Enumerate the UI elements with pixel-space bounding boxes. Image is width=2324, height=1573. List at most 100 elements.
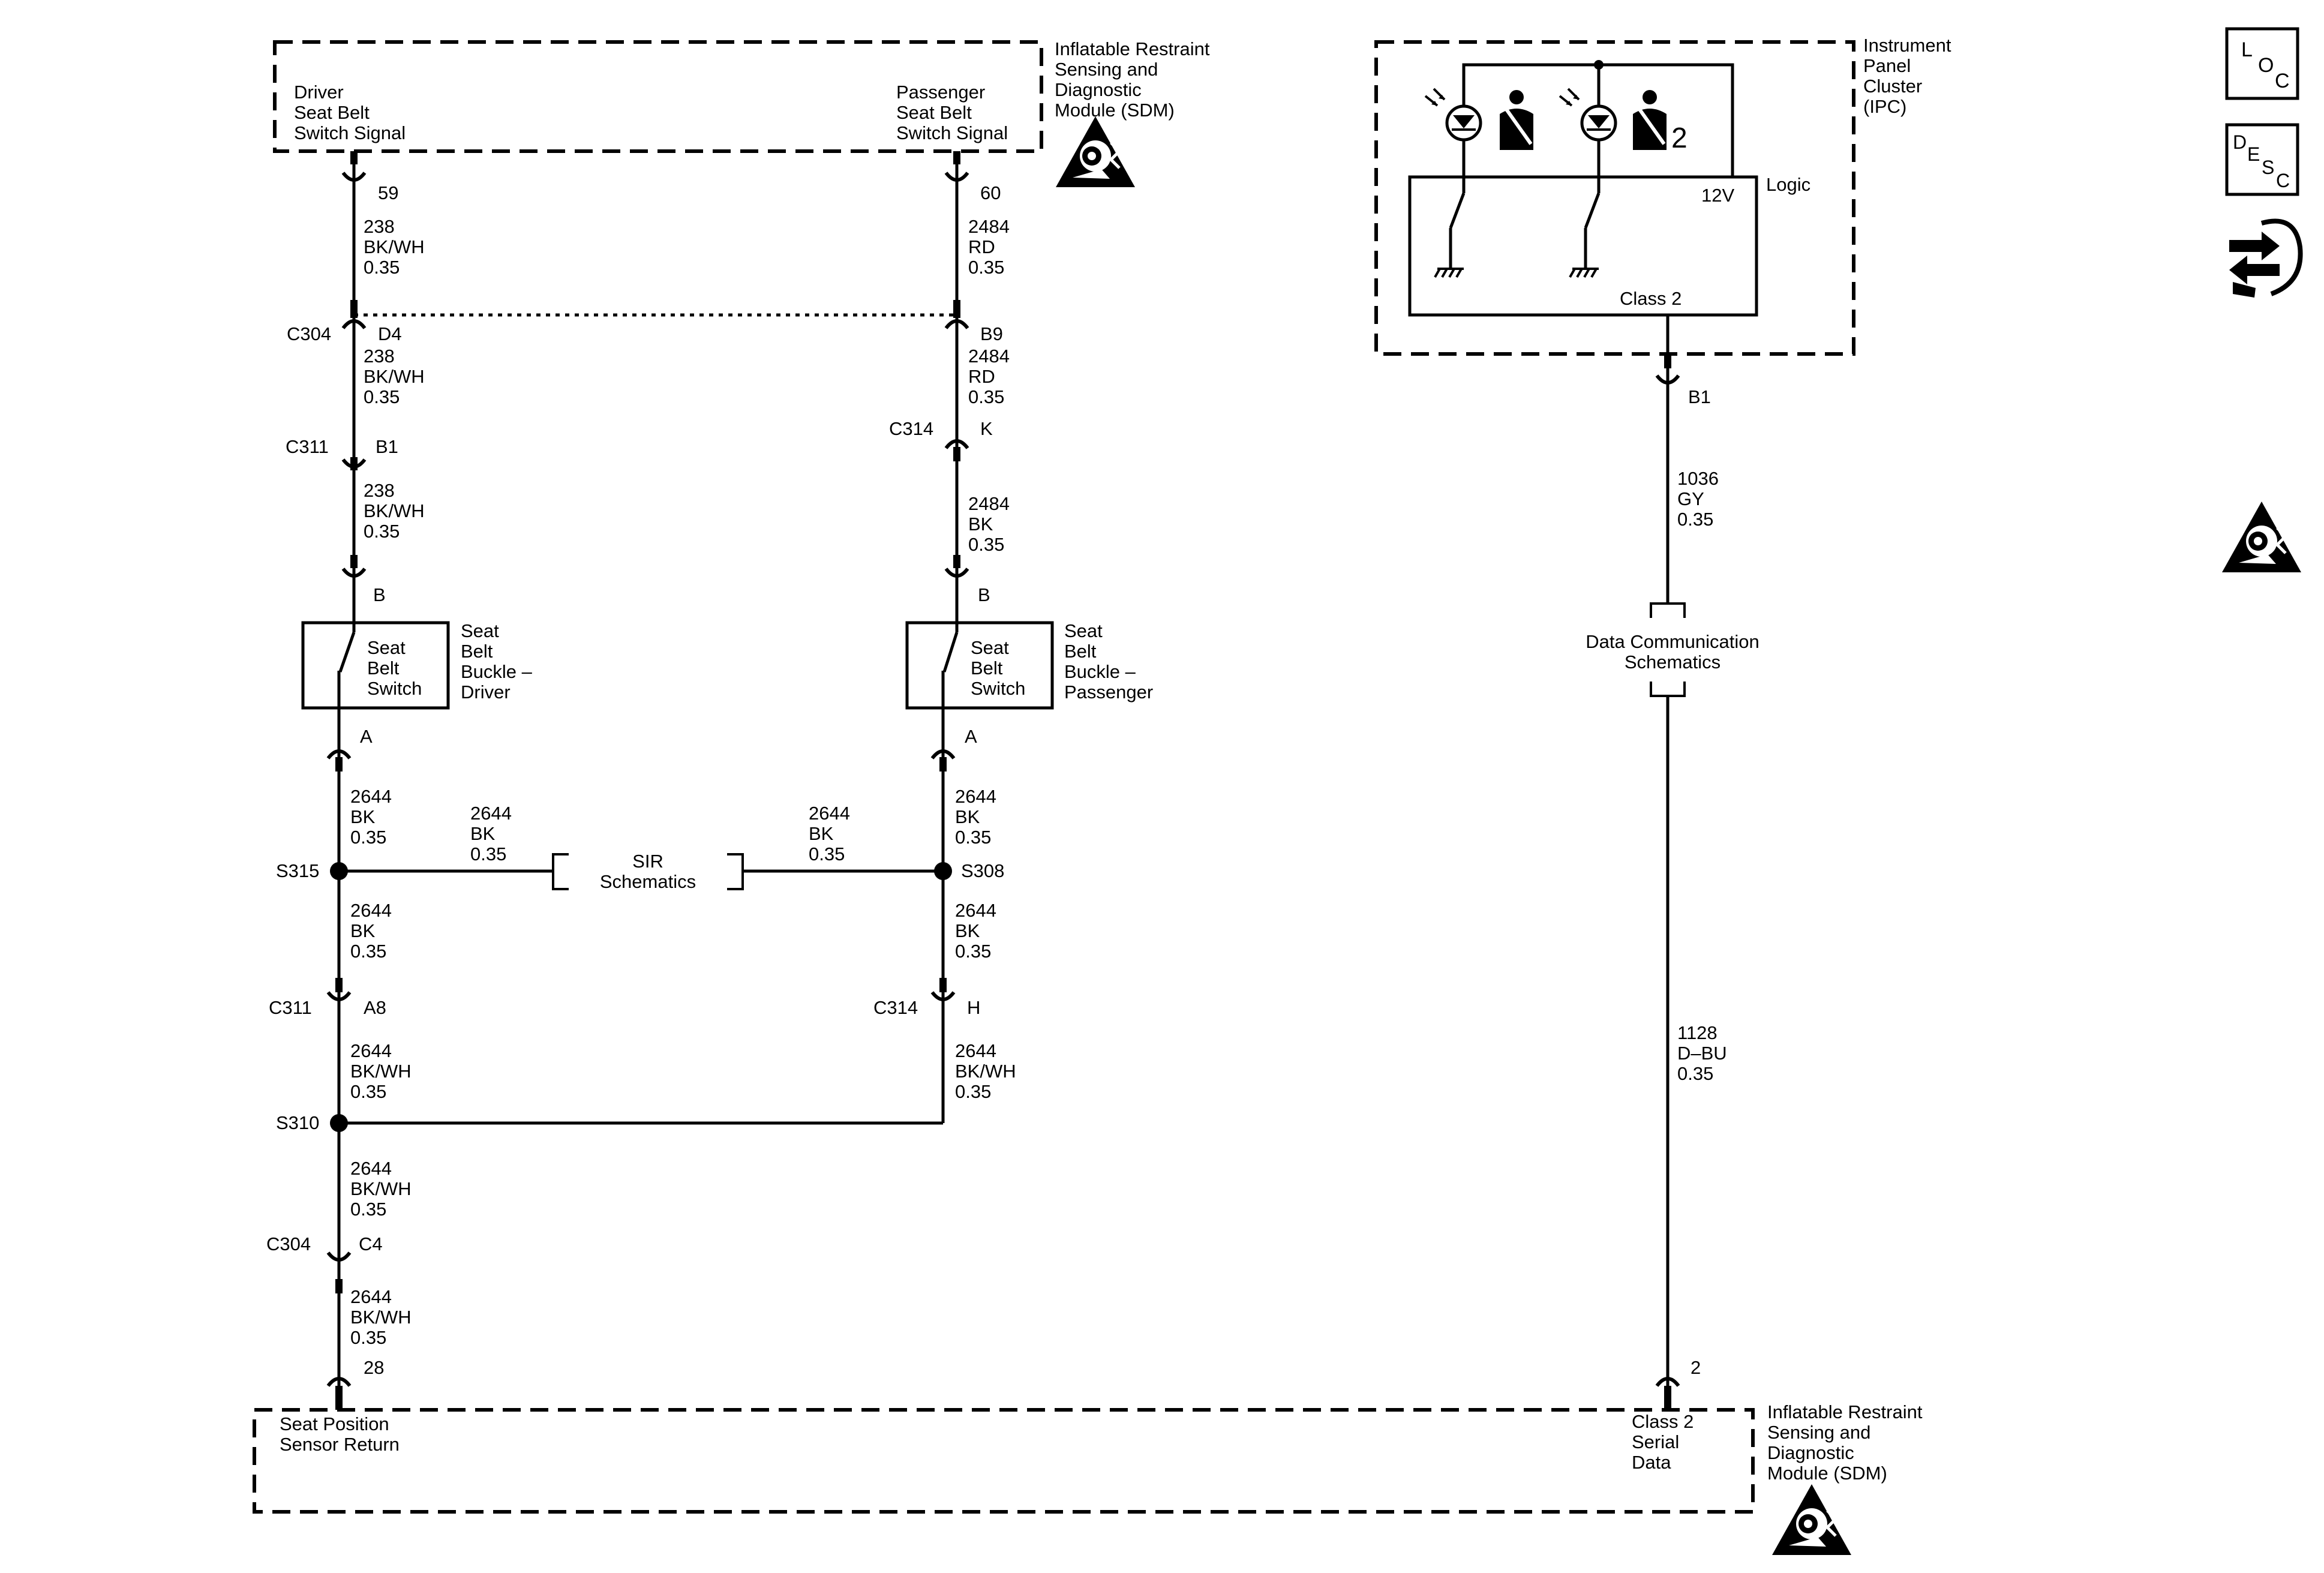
ipc-driver-switch (1449, 177, 1466, 268)
sdm-bottom-title-line2: Sensing and (1767, 1422, 1870, 1443)
sir-left-wire-size: 0.35 (470, 843, 506, 864)
ipc-title-line4: (IPC) (1863, 96, 1906, 117)
ipc-title-line1: Instrument (1863, 35, 1951, 56)
connector-pinout-icon[interactable] (2229, 218, 2303, 298)
sir-right-bracket (727, 853, 744, 890)
passenger-wire6-circuit: 2644 (955, 1040, 996, 1061)
passenger-signal-line3: Switch Signal (896, 122, 1008, 143)
driver-wire5-size: 0.35 (350, 941, 386, 962)
seat-return-line1: Seat Position (280, 1413, 389, 1434)
sdm-bottom-title-line3: Diagnostic (1767, 1442, 1854, 1463)
seatbelt-indicator-lamp-2 (1559, 88, 1617, 142)
c304-label-bottom: C304 (266, 1233, 311, 1254)
sir-label-line1: SIR (632, 851, 663, 872)
passenger-wire5-circuit: 2644 (955, 900, 996, 921)
sir-left-wire-circuit: 2644 (470, 803, 512, 824)
loc-icon[interactable]: L O C (2225, 27, 2299, 100)
driver-switch-pin-b: B (373, 584, 386, 605)
sir-right-wire-circuit: 2644 (809, 803, 850, 824)
driver-wire2-circuit: 238 (364, 346, 395, 367)
driver-wire3-size: 0.35 (364, 521, 400, 542)
data-wire1-circuit: 1036 (1677, 468, 1719, 489)
c311-b1-pin: B1 (376, 436, 398, 457)
sir-left-wire-color: BK (470, 823, 496, 844)
passenger-switch-box-line3: Switch (971, 678, 1025, 699)
driver-switch-box-line1: Seat (367, 637, 406, 658)
passenger-switch-box (905, 621, 1054, 710)
c311-a8-pin: A8 (364, 997, 386, 1018)
sdm-top-title-line1: Inflatable Restraint (1055, 38, 1210, 59)
driver-wire3-color: BK/WH (364, 500, 425, 521)
passenger-switch-box-line1: Seat (971, 637, 1009, 658)
ipc-title-line2: Panel (1863, 55, 1911, 76)
driver-pin-59: 59 (378, 182, 398, 203)
driver-wire1-color: BK/WH (364, 236, 425, 257)
c304-label-top: C304 (287, 323, 331, 344)
c304-c4-pin: C4 (359, 1233, 383, 1254)
sdm-bottom-title-line4: Module (SDM) (1767, 1463, 1887, 1484)
loc-letter-l: L (2241, 38, 2253, 61)
ipc-class2-label: Class 2 (1620, 288, 1682, 309)
driver-wire6-size: 0.35 (350, 1081, 386, 1102)
sdm-bottom-outline (253, 1408, 1755, 1514)
driver-switch-box (301, 621, 450, 710)
seatbelt-warning-icon-1 (1500, 90, 1533, 150)
driver-wire8-color: BK/WH (350, 1307, 412, 1328)
passenger-buckle-name-line1: Seat (1064, 620, 1103, 641)
sir-label-line2: Schematics (600, 871, 696, 892)
passenger-wire5-color: BK (955, 920, 980, 941)
passenger-buckle-name-line3: Buckle – (1064, 661, 1136, 682)
passenger-switch-pin-a: A (965, 726, 977, 747)
ipc-driver-ground-icon (1434, 268, 1464, 278)
seat-return-line2: Sensor Return (280, 1434, 400, 1455)
desc-icon[interactable]: D E S C (2225, 123, 2299, 196)
driver-signal-line3: Switch Signal (294, 122, 406, 143)
desc-letter-s: S (2262, 157, 2274, 178)
driver-wire4-size: 0.35 (350, 827, 386, 848)
ipc-outline (1374, 40, 1855, 356)
driver-wire3-circuit: 238 (364, 480, 395, 501)
loc-letter-o: O (2258, 54, 2274, 77)
s310-label: S310 (276, 1112, 319, 1133)
driver-wire7-color: BK/WH (350, 1178, 412, 1199)
data-comm-label-line2: Schematics (1625, 652, 1721, 673)
passenger-switch-box-line2: Belt (971, 658, 1003, 679)
sdm-top-title-line3: Diagnostic (1055, 79, 1142, 100)
passenger-wire4-color: BK (955, 806, 980, 827)
passenger-wire3-circuit: 2484 (968, 493, 1010, 514)
passenger-wire4-size: 0.35 (955, 827, 991, 848)
passenger-pin-60: 60 (980, 182, 1001, 203)
s308-label: S308 (961, 860, 1004, 881)
data-comm-bottom-bracket (1650, 682, 1686, 697)
c314-label-top: C314 (889, 418, 933, 439)
passenger-wire6-color: BK/WH (955, 1061, 1016, 1082)
sdm-pin-2: 2 (1691, 1357, 1701, 1378)
data-wire2-size: 0.35 (1677, 1063, 1713, 1084)
loc-letter-c: C (2275, 70, 2290, 92)
c311-label-top: C311 (286, 436, 329, 457)
desc-letter-e: E (2247, 143, 2260, 165)
c314-h-pin: H (967, 997, 980, 1018)
passenger-wire2-color: RD (968, 366, 995, 387)
driver-wire8-circuit: 2644 (350, 1286, 392, 1307)
ipc-12v-label: 12V (1701, 185, 1734, 206)
passenger-wire1-color: RD (968, 236, 995, 257)
c314-label-bottom: C314 (873, 997, 918, 1018)
side-airbag-icon[interactable] (2222, 502, 2301, 572)
data-wire1-size: 0.35 (1677, 509, 1713, 530)
sdm-bottom-airbag-icon (1772, 1484, 1851, 1555)
passenger-wire4-circuit: 2644 (955, 786, 996, 807)
driver-wire5-circuit: 2644 (350, 900, 392, 921)
driver-wire2-size: 0.35 (364, 386, 400, 407)
indicator-number-2: 2 (1671, 122, 1688, 154)
passenger-wire6-size: 0.35 (955, 1081, 991, 1102)
data-wire1-color: GY (1677, 488, 1704, 509)
passenger-wire2-size: 0.35 (968, 386, 1004, 407)
ipc-logic-box (1408, 175, 1758, 317)
c311-label-bottom: C311 (269, 997, 312, 1018)
ipc-logic-label: Logic (1766, 174, 1810, 195)
driver-wire1-circuit: 238 (364, 216, 395, 237)
passenger-signal-line1: Passenger (896, 82, 985, 103)
passenger-wire1-size: 0.35 (968, 257, 1004, 278)
data-comm-top-bracket (1650, 602, 1686, 618)
